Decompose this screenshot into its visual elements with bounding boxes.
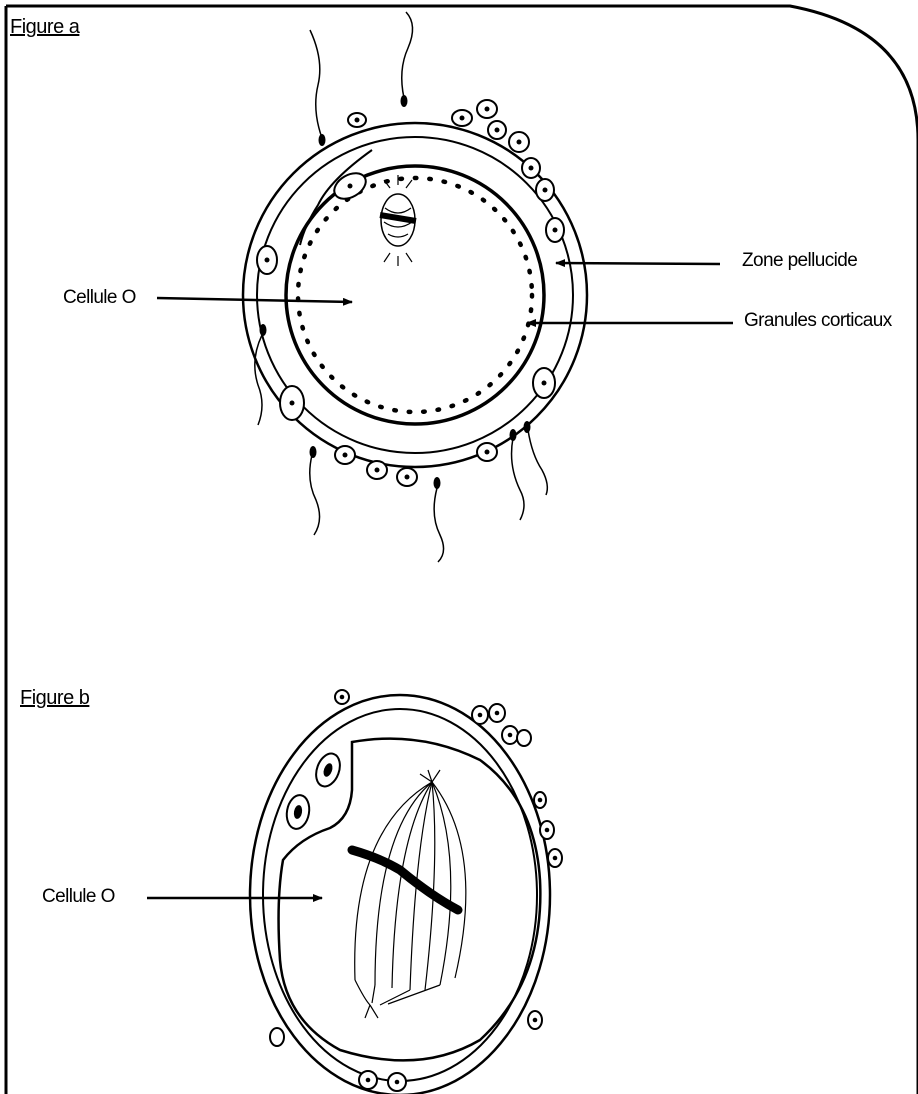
spindle-a xyxy=(380,175,416,266)
follicular-nuclei-b xyxy=(340,695,558,1085)
zona-arrow xyxy=(556,263,720,264)
oocyte-membrane xyxy=(286,166,544,424)
figure-b-cell-label: Cellule O xyxy=(42,886,115,908)
zona-outer-ring-b xyxy=(250,695,550,1094)
cell-arrow-a xyxy=(157,298,352,302)
zona-pellucida-label: Zone pellucide xyxy=(742,250,857,272)
page-frame xyxy=(6,6,918,1094)
cortical-granules-label: Granules corticaux xyxy=(744,310,892,332)
figure-b-title: Figure b xyxy=(20,687,89,710)
spindle-b xyxy=(355,770,466,1018)
figure-a-oocyte xyxy=(157,12,733,562)
figure-b-oocyte xyxy=(147,690,562,1094)
figure-a-cell-label: Cellule O xyxy=(63,287,136,309)
metaphase-plate-b xyxy=(352,850,458,910)
oocyte-membrane-b xyxy=(279,739,541,1061)
sperm-heads xyxy=(260,95,531,489)
figure-a-title: Figure a xyxy=(10,16,79,39)
